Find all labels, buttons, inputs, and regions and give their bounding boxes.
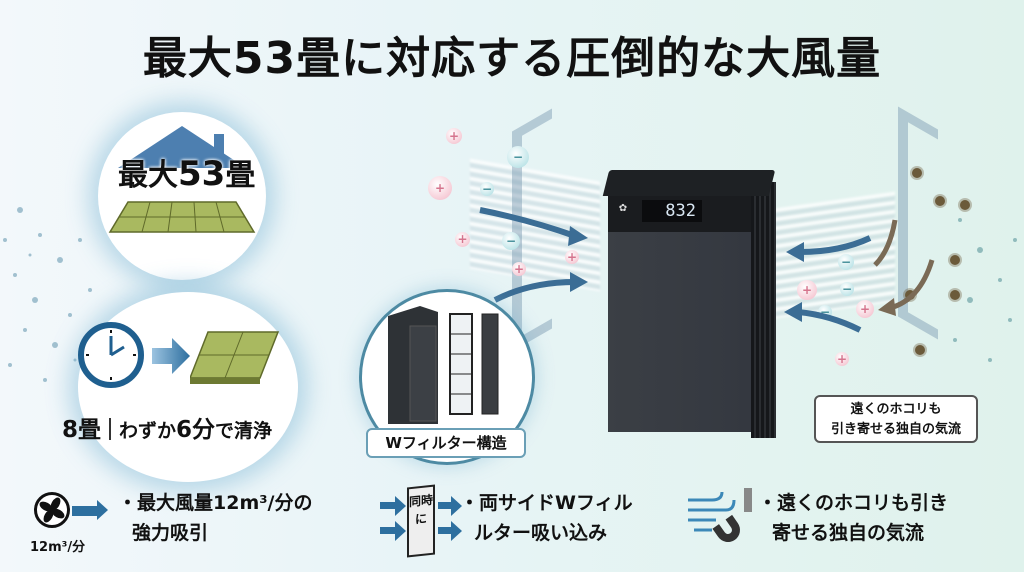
minus-ion-icon: − [480,182,494,196]
purifier-display: 832 [642,200,702,222]
divider [109,418,112,440]
plus-ion-icon: + [512,262,526,276]
cleaning-speed-text: 8畳わずか6分で清浄 [62,417,273,443]
arrow-right-icon [380,496,406,516]
air-purifier-product: ✿ 832 [596,170,776,442]
dust-particle-icon [935,196,945,206]
w-filter-label: Wフィルター構造 [366,428,526,458]
tatami-icon [190,331,280,384]
plus-ion-icon: + [856,300,874,318]
filter-structure-icon [388,306,499,424]
arrow-right-icon [380,521,406,541]
max-room-label: 最大53畳 [118,154,256,194]
purifier-top [602,170,776,196]
double-side-filter-icon: 同時に [407,484,435,558]
feature-filter-text: ・両サイドWフィル ルター吸い込み [460,492,633,544]
minus-ion-icon: − [838,254,854,270]
dust-particle-icon [950,255,960,265]
clock-icon [78,322,144,388]
fan-icon [34,492,70,528]
plus-ion-icon: + [446,128,462,144]
dust-particle-icon [950,290,960,300]
page-title: 最大53畳に対応する圧倒的な大風量 [142,33,882,84]
max-room-circle [98,112,266,280]
arrow-right-icon [72,500,108,520]
feature-dust-text: ・遠くのホコリも引き 寄せる独自の気流 [758,492,949,544]
airflow-callout: 遠くのホコリも 引き寄せる独自の気流 [814,395,978,443]
plus-ion-icon: + [797,280,817,300]
plus-ion-icon: + [455,232,470,247]
minus-ion-icon: − [502,232,520,250]
plus-ion-icon: + [565,250,579,264]
minus-ion-icon: − [840,282,854,296]
airflow-arrows-icon [784,219,935,333]
house-tatami-icon [108,126,256,233]
airflow-arrows-icon [479,207,588,303]
arrow-right-icon [438,496,462,516]
arrow-right-icon [152,338,190,374]
dust-particle-icon [960,200,970,210]
dust-particles-icon [3,207,92,382]
dust-particle-icon [912,168,922,178]
feature-airflow-text: ・最大風量12m³/分の 強力吸引 [118,492,313,544]
purifier-side-filter [751,182,776,438]
arrow-right-icon [438,521,462,541]
airflow-magnet-icon [688,488,752,542]
fan-airflow-label: 12m³/分 [30,540,86,555]
dust-particle-icon [915,345,925,355]
dust-particles-icon [953,218,1017,362]
purifier-front-panel [608,232,751,432]
plus-ion-icon: + [835,352,849,366]
plus-ion-icon: + [428,176,452,200]
minus-ion-icon: − [507,146,529,168]
brand-logo-icon: ✿ [618,203,628,214]
